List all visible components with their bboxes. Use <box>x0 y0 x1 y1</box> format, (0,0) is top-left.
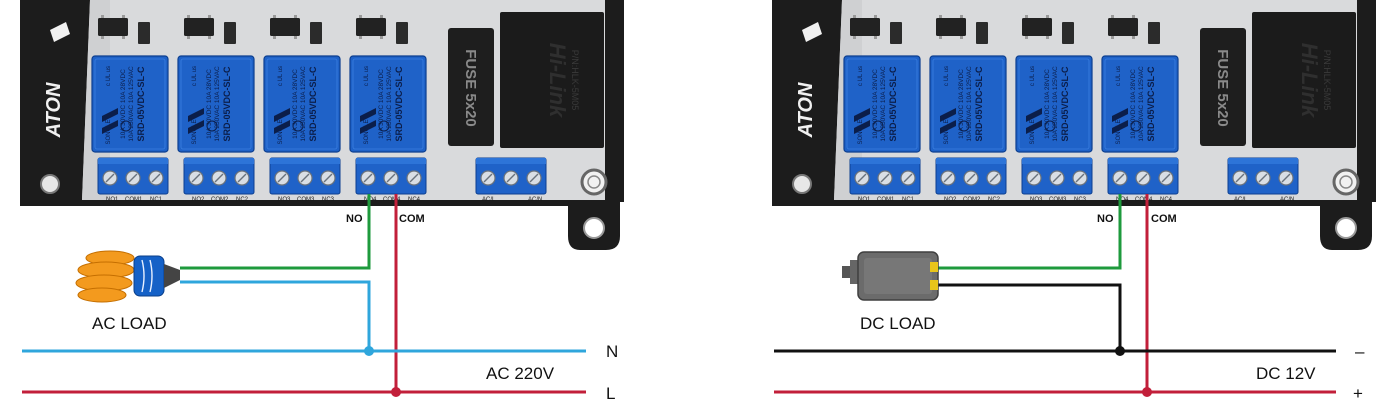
junction-dot <box>391 387 401 397</box>
relay-board-left <box>20 0 624 250</box>
load-return-wire-left <box>180 280 371 351</box>
line-label-l: L <box>606 384 615 403</box>
lightbulb-icon <box>75 250 180 303</box>
line-label-minus: – <box>1355 342 1365 361</box>
junction-dot <box>1115 346 1125 356</box>
no-label-left: NO <box>346 213 363 225</box>
junction-dot <box>1142 387 1152 397</box>
right-panel-dc: NO COM DC LOAD DC 12V – + <box>772 0 1376 403</box>
load-label-left: AC LOAD <box>92 314 167 333</box>
supply-label-right: DC 12V <box>1256 364 1316 383</box>
left-panel-ac: NO COM AC LOAD AC 220V N L <box>20 0 624 403</box>
dc-motor-icon <box>842 251 939 301</box>
load-label-right: DC LOAD <box>860 314 936 333</box>
junction-dot <box>364 346 374 356</box>
no-wire-right <box>938 194 1122 270</box>
relay-board-right <box>772 0 1376 250</box>
com-label-left: COM <box>399 213 425 225</box>
line-label-n: N <box>606 342 618 361</box>
supply-label-left: AC 220V <box>486 364 555 383</box>
no-label-right: NO <box>1097 213 1114 225</box>
line-label-plus: + <box>1353 384 1363 403</box>
load-return-wire-right <box>938 283 1122 351</box>
com-label-right: COM <box>1151 213 1177 225</box>
no-wire-left <box>180 194 371 270</box>
